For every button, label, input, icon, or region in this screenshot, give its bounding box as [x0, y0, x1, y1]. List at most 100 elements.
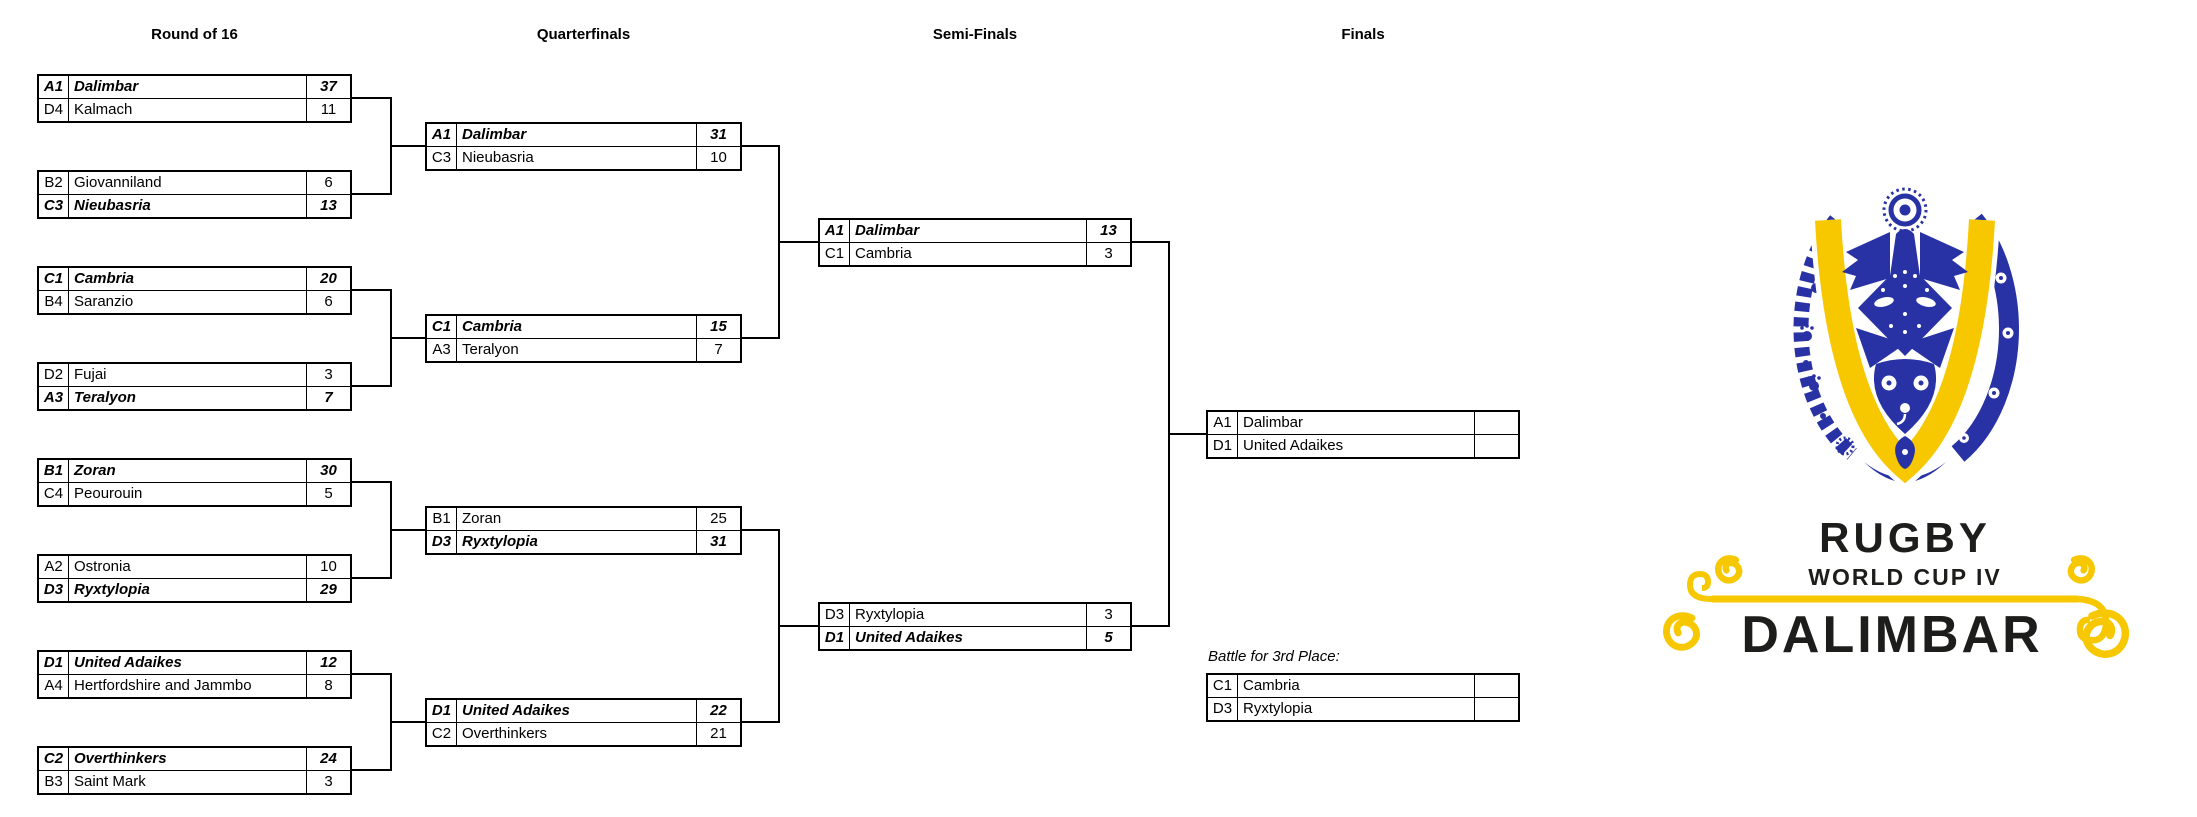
team-name: Ryxtylopia: [457, 531, 697, 553]
seed-cell: B3: [39, 771, 69, 793]
team-name: Peourouin: [69, 483, 307, 505]
seed-cell: A1: [820, 220, 850, 242]
score-cell: 10: [710, 149, 727, 166]
seed-cell: A3: [39, 387, 69, 409]
bracket-connector: [390, 721, 425, 723]
score-cell: 31: [710, 126, 727, 143]
score-cell: 7: [714, 341, 723, 358]
score-cell: 10: [320, 558, 337, 575]
score-cell: 12: [320, 654, 337, 671]
team-name: Cambria: [69, 268, 307, 290]
score-cell: [1475, 412, 1518, 434]
team-name: Zoran: [457, 508, 697, 530]
team-name: Hertfordshire and Jammbo: [69, 675, 307, 697]
team-name: Nieubasria: [457, 147, 697, 169]
seed-cell: D4: [39, 99, 69, 121]
round-header-semi-finals: Semi-Finals: [932, 26, 1018, 43]
logo-dalimbar-text: DALIMBAR: [1741, 606, 2042, 664]
bracket-connector: [390, 145, 425, 147]
team-name: Overthinkers: [457, 723, 697, 745]
bracket-connector: [352, 481, 390, 483]
team-name: United Adaikes: [69, 652, 307, 674]
score-cell: 3: [324, 773, 333, 790]
seed-cell: A3: [427, 339, 457, 361]
score-cell: 37: [320, 78, 337, 95]
team-name: Cambria: [850, 243, 1087, 265]
score-cell: 6: [324, 174, 333, 191]
team-name: Fujai: [69, 364, 307, 386]
bracket-connector: [352, 289, 390, 291]
score-cell: 8: [324, 677, 333, 694]
bracket-connector: [352, 769, 390, 771]
logo-world-cup-text: WORLD CUP IV: [1808, 564, 2002, 590]
third-place-label: Battle for 3rd Place:: [1208, 648, 1340, 665]
seed-cell: B4: [39, 291, 69, 313]
team-name: Cambria: [1238, 675, 1475, 697]
team-name: Ryxtylopia: [69, 579, 307, 601]
team-name: Teralyon: [457, 339, 697, 361]
score-cell: 24: [320, 750, 337, 767]
mask-dots: [1881, 270, 1929, 334]
logo-wordmark: RUGBY WORLD CUP IV DALIMBAR: [1666, 514, 2125, 664]
seed-cell: C1: [427, 316, 457, 338]
bracket-connector: [742, 145, 778, 147]
round-header-finals: Finals: [1341, 26, 1385, 43]
round-header-quarterfinals: Quarterfinals: [536, 26, 631, 43]
seed-cell: D1: [39, 652, 69, 674]
score-cell: 13: [320, 197, 337, 214]
seed-cell: A1: [1208, 412, 1238, 434]
bracket-connector: [778, 241, 818, 243]
score-cell: 5: [1104, 629, 1113, 646]
score-cell: 3: [1104, 245, 1113, 262]
seed-cell: D3: [820, 604, 850, 626]
score-cell: 13: [1100, 222, 1117, 239]
seed-cell: D3: [1208, 698, 1238, 720]
seed-cell: B1: [39, 460, 69, 482]
score-cell: 30: [320, 462, 337, 479]
score-cell: [1475, 675, 1518, 697]
team-name: Cambria: [457, 316, 697, 338]
team-name: Ryxtylopia: [850, 604, 1087, 626]
score-cell: 11: [320, 101, 337, 118]
team-name: Ryxtylopia: [1238, 698, 1475, 720]
seed-cell: C1: [1208, 675, 1238, 697]
bracket-connector: [352, 193, 390, 195]
bracket-connector: [390, 337, 425, 339]
rugby-ball-emblem: [1793, 187, 2020, 490]
seed-cell: D2: [39, 364, 69, 386]
score-cell: 7: [324, 389, 333, 406]
right-band-swirls: [1959, 272, 2014, 443]
seed-cell: D3: [427, 531, 457, 553]
logo-rugby-text: RUGBY: [1819, 514, 1991, 561]
seed-cell: D1: [427, 700, 457, 722]
seed-cell: D1: [820, 627, 850, 649]
bracket-connector: [742, 529, 778, 531]
score-cell: 3: [324, 366, 333, 383]
bracket-connector: [1132, 625, 1168, 627]
seed-cell: C2: [39, 748, 69, 770]
team-name: United Adaikes: [457, 700, 697, 722]
